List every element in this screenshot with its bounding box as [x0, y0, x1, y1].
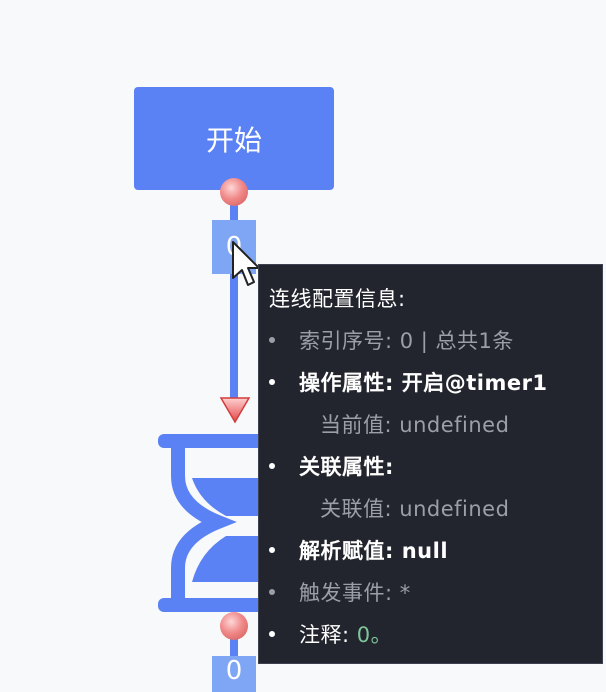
tooltip-row-index: 索引序号: 0 | 总共1条 — [269, 325, 514, 355]
tooltip-row-relation: 关联属性: — [269, 451, 394, 481]
comment-value: 0。 — [356, 623, 393, 647]
index-value: 0 | 总共1条 — [399, 329, 514, 353]
parse-value: null — [401, 539, 449, 563]
current-value: undefined — [399, 413, 510, 437]
tooltip-row-parse: 解析赋值: null — [269, 535, 448, 565]
relation-value-value: undefined — [399, 497, 510, 521]
bullet — [269, 379, 275, 385]
mouse-cursor-icon — [232, 241, 260, 286]
bullet — [269, 337, 275, 343]
bullet — [269, 589, 275, 595]
relation-value-label: 关联值: — [320, 497, 393, 521]
edge-index-text-bottom: 0 — [225, 656, 243, 686]
bullet — [269, 463, 275, 469]
start-node-label: 开始 — [205, 123, 262, 157]
output-port[interactable] — [220, 178, 248, 206]
current-label: 当前值: — [320, 413, 393, 437]
tooltip-title: 连线配置信息: — [269, 287, 406, 311]
timer-output-port[interactable] — [220, 612, 248, 640]
operation-value: 开启@timer1 — [401, 371, 548, 395]
edge-config-tooltip: 连线配置信息: 索引序号: 0 | 总共1条 操作属性: 开启@timer1 当… — [258, 264, 603, 664]
tooltip-row-current-value: 当前值: undefined — [320, 409, 509, 439]
tooltip-row-relation-value: 关联值: undefined — [320, 493, 509, 523]
bullet — [269, 547, 275, 553]
tooltip-row-comment: 注释: 0。 — [269, 619, 392, 649]
start-node[interactable]: 开始 — [134, 87, 334, 190]
index-label: 索引序号: — [299, 329, 393, 353]
parse-label: 解析赋值: — [299, 539, 394, 563]
operation-label: 操作属性: — [299, 371, 394, 395]
edge-index-label-bottom[interactable]: 0 — [212, 656, 256, 692]
trigger-value: * — [399, 581, 411, 605]
hourglass-timer-icon[interactable] — [156, 432, 266, 614]
trigger-label: 触发事件: — [299, 581, 393, 605]
relation-label: 关联属性: — [299, 455, 394, 479]
connection-line[interactable] — [230, 190, 238, 410]
bullet — [269, 631, 275, 637]
tooltip-row-operation: 操作属性: 开启@timer1 — [269, 367, 548, 397]
comment-label: 注释: — [299, 623, 350, 647]
tooltip-row-trigger: 触发事件: * — [269, 577, 411, 607]
arrow-head-icon — [219, 397, 251, 424]
